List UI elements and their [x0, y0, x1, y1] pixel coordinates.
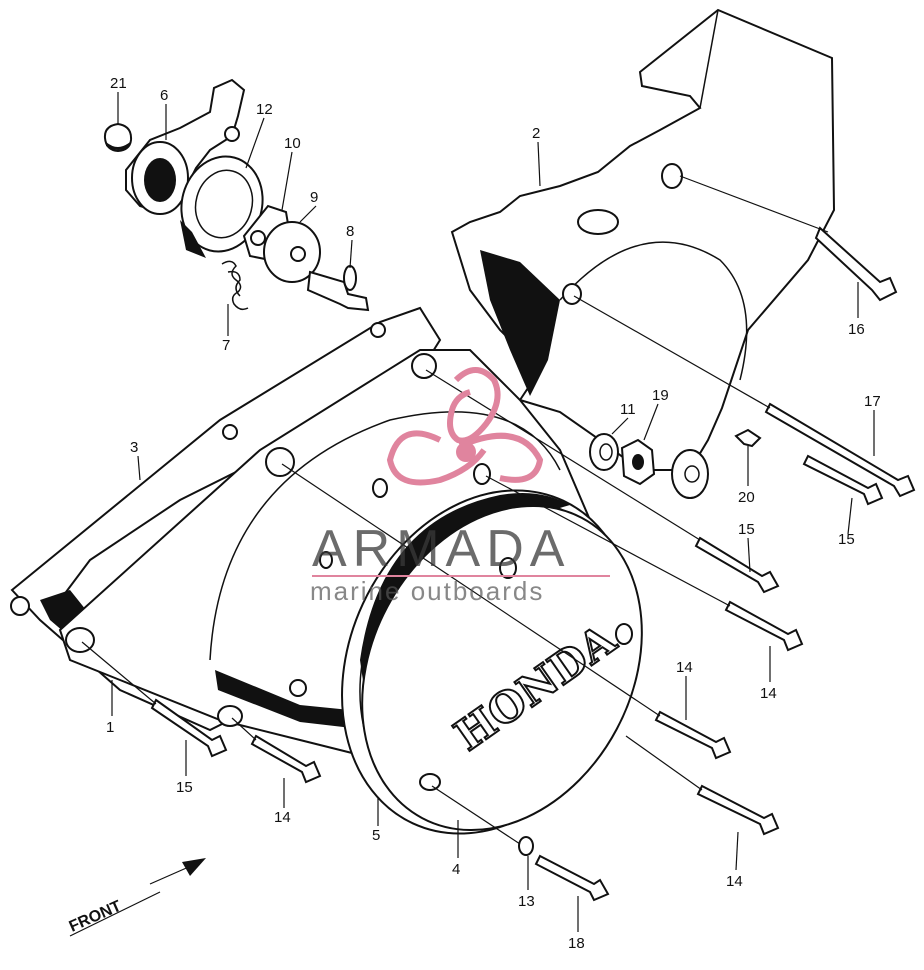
bolt-14-left — [231, 717, 322, 784]
part-21-cap — [103, 122, 133, 153]
callout-13: 13 — [518, 893, 535, 910]
callout-1: 1 — [106, 719, 114, 736]
watermark: ARMADA marine outboards — [310, 367, 610, 606]
part-20-clip — [734, 428, 762, 448]
callout-10: 10 — [284, 135, 301, 152]
part-7-spring — [221, 260, 249, 311]
front-direction-indicator: FRONT — [67, 858, 206, 937]
callout-3: 3 — [130, 439, 138, 456]
callout-19: 19 — [652, 387, 669, 404]
bolt-17 — [573, 295, 916, 498]
callout-9: 9 — [310, 189, 318, 206]
callout-labels: 21 6 12 10 9 8 7 2 16 17 11 19 20 15 15 … — [106, 75, 881, 952]
callout-15-left: 15 — [176, 779, 193, 796]
callout-17: 17 — [864, 393, 881, 410]
watermark-subtitle: marine outboards — [310, 576, 544, 606]
bolt-14-right-c — [625, 735, 780, 836]
callout-2: 2 — [532, 125, 540, 142]
part-19-nut — [620, 438, 656, 486]
callout-15-right: 15 — [838, 531, 855, 548]
part-12-ring — [180, 155, 264, 258]
callout-18: 18 — [568, 935, 585, 952]
part-2-bracket — [450, 8, 836, 499]
callout-21: 21 — [110, 75, 127, 92]
callout-14-b: 14 — [760, 685, 777, 702]
front-label: FRONT — [67, 898, 124, 936]
part-9-cam — [263, 221, 321, 283]
part-6-housing — [125, 78, 246, 215]
callout-16: 16 — [848, 321, 865, 338]
callout-14-a: 14 — [676, 659, 693, 676]
callout-15-mid: 15 — [738, 521, 755, 538]
leader-lines — [111, 92, 875, 932]
callout-14-left: 14 — [274, 809, 291, 826]
bolt-16 — [679, 175, 898, 302]
callout-20: 20 — [738, 489, 755, 506]
bolt-15-right-upper — [802, 454, 884, 506]
callout-7: 7 — [222, 337, 230, 354]
part-8-screw — [306, 265, 370, 312]
callout-11: 11 — [620, 401, 636, 418]
bolt-15-mid — [425, 369, 780, 594]
watermark-title: ARMADA — [312, 520, 570, 578]
callout-5: 5 — [372, 827, 380, 844]
bolt-14-right-b — [281, 463, 732, 760]
callout-6: 6 — [160, 87, 168, 104]
part-11-washer — [589, 433, 619, 471]
bolt-15-left — [81, 641, 228, 758]
callout-12: 12 — [256, 101, 273, 118]
callout-8: 8 — [346, 223, 354, 240]
part-13-o-ring — [518, 836, 534, 856]
callout-14-bottom: 14 — [726, 873, 743, 890]
bolt-18 — [431, 785, 610, 902]
bolt-14-right-a — [485, 475, 804, 652]
watermark-emblem — [386, 367, 544, 486]
part-4-outer-cover: HONDA — [360, 492, 643, 832]
callout-4: 4 — [452, 861, 460, 878]
